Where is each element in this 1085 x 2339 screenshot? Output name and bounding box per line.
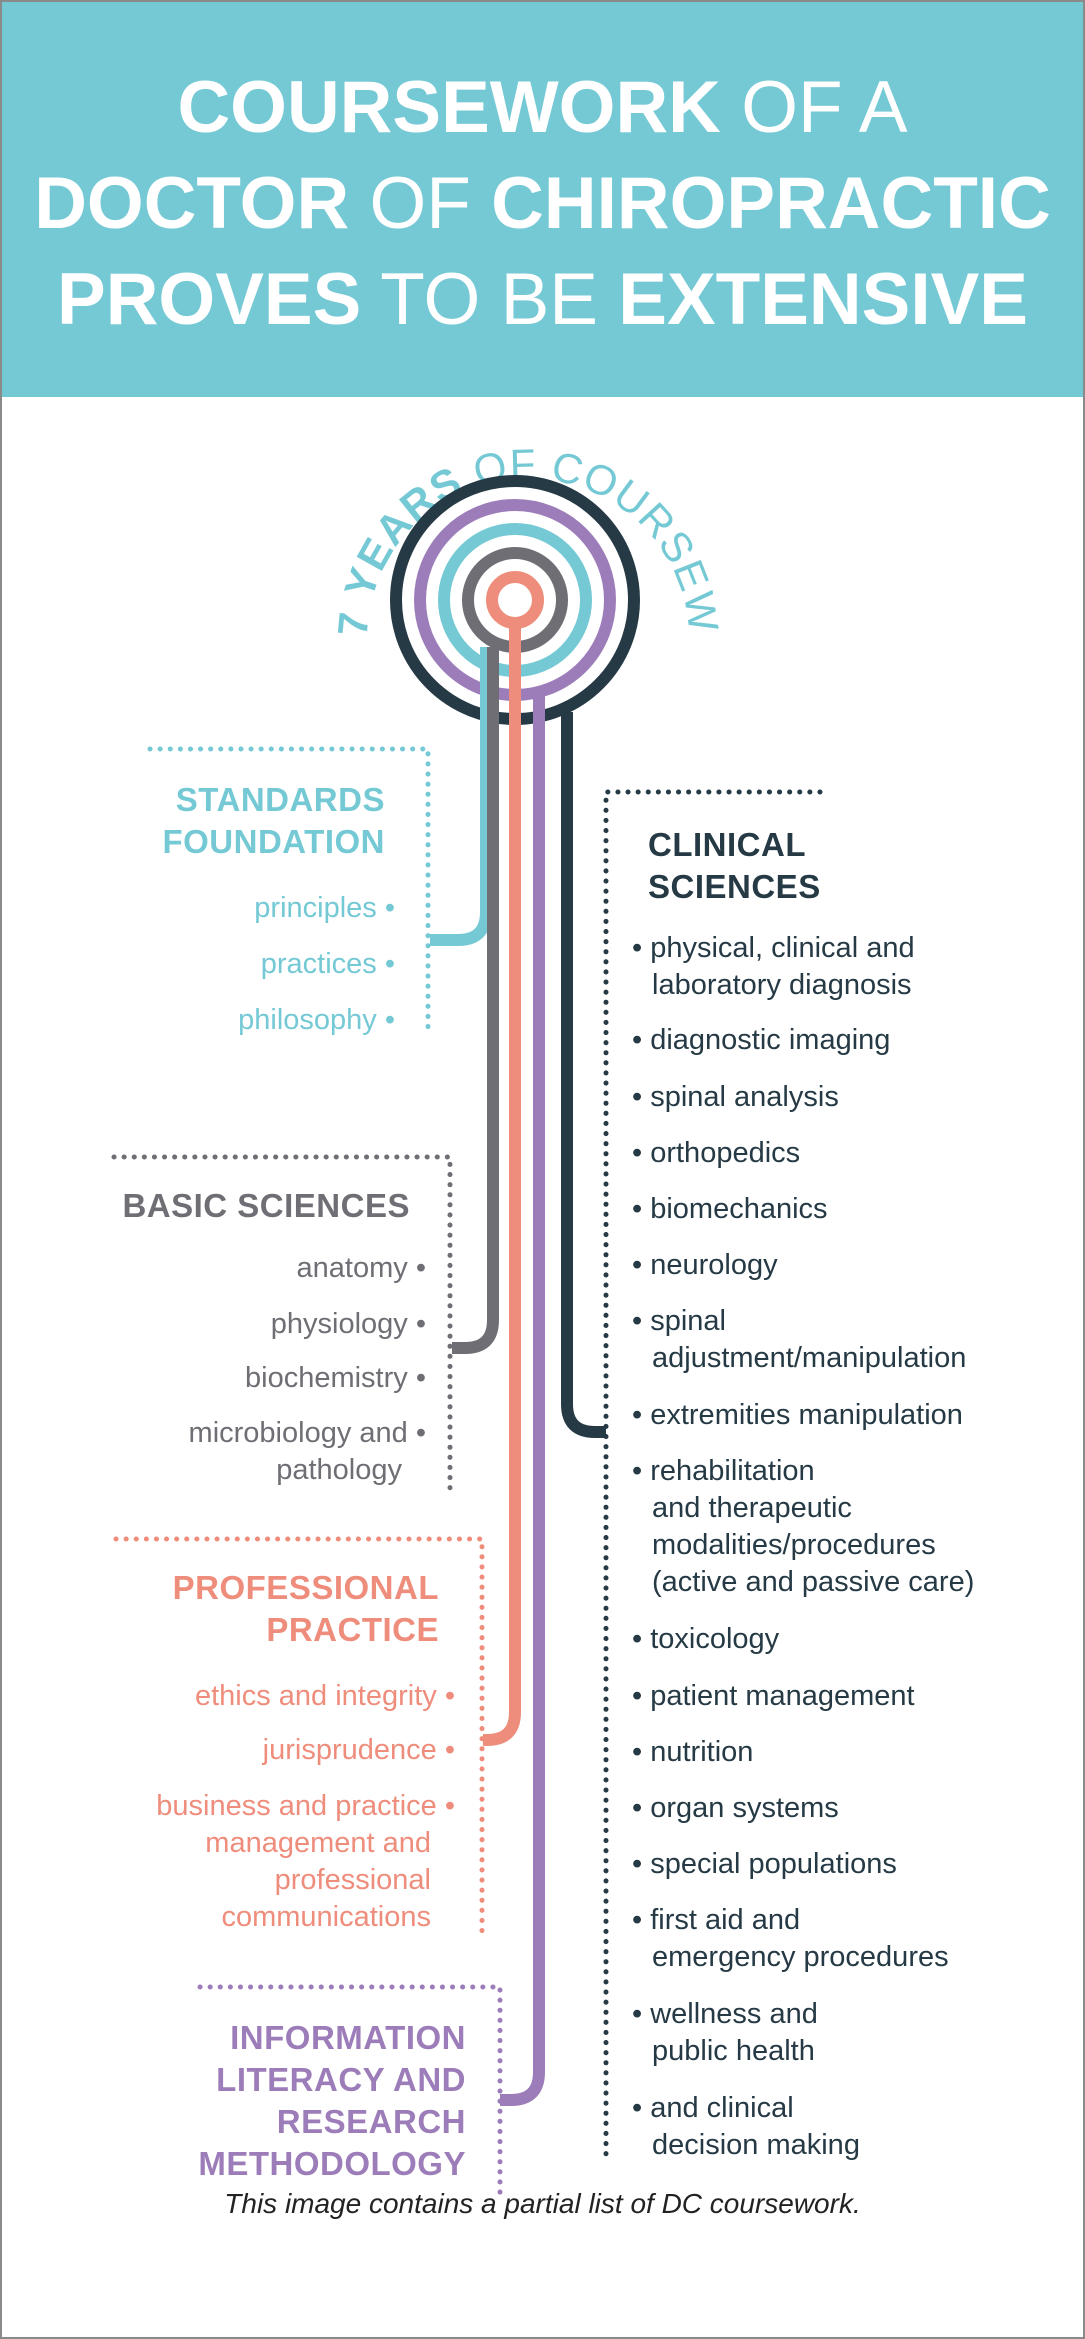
standards-bracket	[147, 746, 431, 1030]
clinical-pipe	[561, 712, 606, 1438]
list-item: • wellness and	[632, 1998, 818, 2030]
list-item: practices •	[260, 948, 395, 980]
list-item: (active and passive care)	[652, 1566, 975, 1598]
clinical-bracket	[603, 789, 823, 2166]
standards-heading: STANDARDS FOUNDATION	[162, 781, 385, 860]
list-item: • orthopedics	[632, 1137, 801, 1169]
list-item: principles •	[254, 892, 395, 924]
list-item: • spinal analysis	[632, 1081, 839, 1113]
list-item: • toxicology	[632, 1623, 780, 1655]
professional-pipe	[481, 623, 521, 1746]
list-item: pathology	[276, 1454, 402, 1486]
footer-note: This image contains a partial list of DC…	[224, 2188, 861, 2219]
list-item: • patient management	[632, 1680, 915, 1712]
list-item: • diagnostic imaging	[632, 1024, 891, 1056]
list-item: business and practice •	[156, 1790, 455, 1822]
basic-pipe	[452, 647, 499, 1354]
list-item: ethics and integrity •	[194, 1680, 455, 1712]
list-item: microbiology and •	[188, 1417, 426, 1449]
title-banner: COURSEWORK OF A DOCTOR OF CHIROPRACTIC P…	[2, 2, 1083, 397]
list-item: anatomy •	[296, 1252, 426, 1284]
standards-pipe	[430, 647, 492, 946]
list-item: public health	[652, 2035, 815, 2067]
information-heading: INFORMATION LITERACY AND RESEARCH METHOD…	[198, 2019, 466, 2182]
list-item: • organ systems	[632, 1792, 839, 1824]
list-item: communications	[221, 1901, 431, 1933]
list-item: biochemistry •	[245, 1362, 426, 1394]
title-line-3: PROVES TO BE EXTENSIVE	[57, 259, 1028, 340]
list-item: • special populations	[632, 1848, 897, 1880]
list-item: • biomechanics	[632, 1193, 828, 1225]
list-item: philosophy •	[238, 1004, 395, 1036]
clinical-heading: CLINICAL SCIENCES	[648, 826, 821, 905]
information-bracket	[197, 1984, 503, 2200]
professional-heading: PROFESSIONAL PRACTICE	[172, 1569, 439, 1648]
basic-heading: BASIC SCIENCES	[122, 1187, 410, 1224]
list-item: • and clinical	[632, 2092, 794, 2124]
title-line-2: DOCTOR OF CHIROPRACTIC	[34, 163, 1051, 244]
list-item: emergency procedures	[652, 1941, 949, 1973]
connector-pipes	[430, 623, 606, 2106]
basic-bracket	[111, 1154, 453, 1497]
list-item: • physical, clinical and	[632, 932, 915, 964]
list-item: and therapeutic	[652, 1492, 852, 1524]
list-item: • first aid and	[632, 1904, 801, 1936]
information-pipe	[500, 692, 545, 2106]
title-line-1: COURSEWORK OF A	[177, 67, 908, 148]
list-item: adjustment/manipulation	[652, 1342, 967, 1374]
list-item: laboratory diagnosis	[652, 969, 912, 1001]
list-item: • spinal	[632, 1305, 726, 1337]
list-item: • nutrition	[632, 1736, 754, 1768]
dotted-brackets	[111, 746, 823, 2200]
list-item: • neurology	[632, 1249, 778, 1281]
list-item: modalities/procedures	[652, 1529, 936, 1561]
list-item: management and	[205, 1827, 431, 1859]
list-item: decision making	[652, 2129, 860, 2161]
professional-bracket	[113, 1536, 485, 1942]
list-item: jurisprudence •	[262, 1734, 455, 1766]
list-item: physiology •	[270, 1308, 426, 1340]
list-item: • rehabilitation	[632, 1455, 815, 1487]
list-item: • extremities manipulation	[632, 1399, 963, 1431]
list-item: professional	[274, 1864, 431, 1896]
